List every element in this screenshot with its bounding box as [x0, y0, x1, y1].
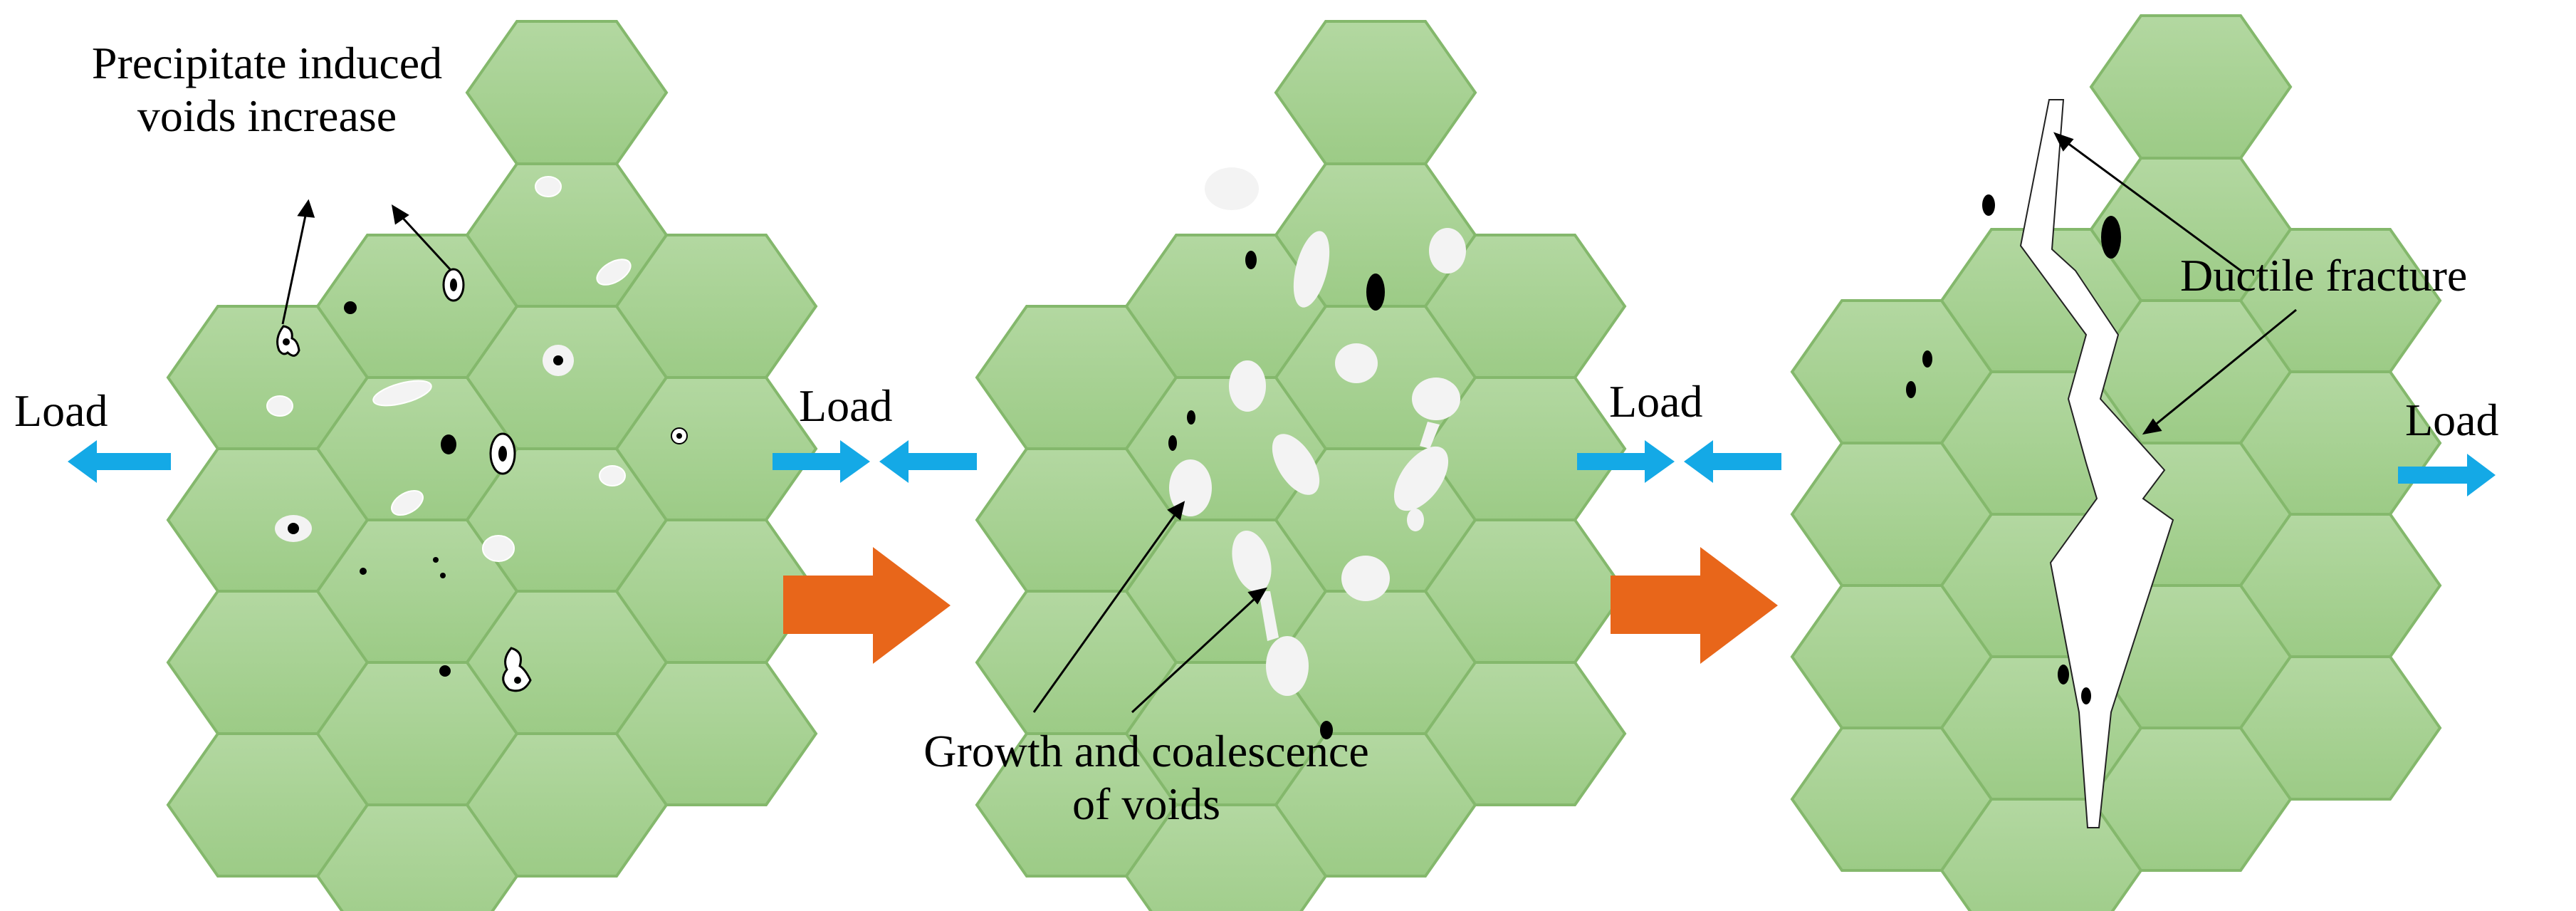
stage-3-grains	[1790, 14, 2442, 911]
load-arrow-right-icon	[1577, 440, 1675, 483]
leader-arrow	[1032, 512, 1178, 713]
label-line: voids increase	[137, 90, 397, 141]
leader-arrow	[2153, 308, 2297, 427]
precipitate	[2081, 687, 2091, 704]
arrowhead-icon	[1167, 501, 1185, 521]
void	[1341, 556, 1390, 601]
stage-3-precipitates	[1906, 194, 2121, 704]
load-label-2: Load	[799, 380, 893, 431]
leader-arrow	[399, 214, 451, 271]
arrowhead-icon	[297, 199, 315, 218]
void	[599, 465, 626, 486]
load-label-3: Load	[1609, 376, 1703, 427]
coalescence-channel	[1259, 591, 1279, 641]
precipitate	[433, 557, 439, 563]
stage-arrow-2-icon	[1611, 547, 1778, 664]
precipitate	[1187, 410, 1195, 425]
ductile-fracture-label: Ductile fracture	[2180, 250, 2468, 301]
leader-arrow	[2064, 140, 2243, 274]
grain-hexagon	[1423, 661, 1627, 806]
void	[535, 176, 562, 197]
void	[1232, 530, 1272, 593]
leader-arrow	[1131, 595, 1258, 714]
precipitate	[514, 677, 521, 684]
precipitate	[553, 355, 563, 365]
void	[1407, 509, 1424, 531]
precipitate	[439, 665, 451, 677]
void	[1293, 231, 1330, 308]
void	[266, 395, 293, 417]
void	[372, 380, 432, 407]
precipitate	[2058, 665, 2069, 684]
precipitate	[1922, 350, 1932, 368]
stage-2-voids	[1169, 167, 1466, 696]
irregular-void	[502, 647, 532, 692]
precipitate	[441, 434, 456, 454]
label-line: Growth and coalescence	[923, 726, 1369, 776]
arrowhead-icon	[2053, 132, 2074, 152]
precipitate	[1245, 251, 1257, 269]
arrowhead-icon	[2142, 418, 2162, 435]
void	[1229, 360, 1266, 412]
precipitate	[288, 523, 299, 534]
growth-coalescence-label: Growth and coalescence of voids	[833, 725, 1460, 830]
stage-1-precipitates	[344, 301, 456, 677]
stage-2-grains	[975, 20, 1627, 911]
stage-1-precipitate-voids	[275, 268, 688, 692]
precipitate	[283, 338, 290, 345]
precipitate	[1366, 274, 1385, 311]
label-line: of voids	[1072, 778, 1220, 829]
precipitate	[1320, 721, 1333, 739]
arrowhead-icon	[1247, 587, 1268, 605]
grain-hexagon	[2239, 655, 2442, 801]
precipitate	[440, 573, 446, 578]
coalescence-channel	[1420, 422, 1440, 449]
precipitate	[1168, 435, 1177, 451]
void	[1266, 636, 1309, 696]
annotation-arrows	[281, 132, 2297, 714]
void	[391, 489, 424, 516]
precipitate-voids-label: Precipitate induced voids increase	[21, 37, 513, 142]
void	[1205, 167, 1259, 210]
load-arrow-left-icon	[1684, 440, 1781, 483]
precipitate	[360, 568, 367, 575]
void	[482, 535, 515, 562]
load-label-1: Load	[14, 385, 108, 436]
stage-1-voids	[266, 176, 632, 562]
precipitate	[1906, 381, 1916, 398]
load-arrows	[68, 440, 2496, 496]
leader-arrow	[281, 212, 308, 325]
stage-arrows	[783, 547, 1778, 664]
void	[596, 259, 632, 286]
grain-hexagon	[2089, 14, 2293, 160]
load-arrow-right-icon	[773, 440, 870, 483]
stage-arrow-1-icon	[783, 547, 951, 664]
void	[1335, 343, 1378, 383]
precipitate	[2101, 216, 2121, 259]
arrowhead-icon	[391, 204, 409, 225]
void	[1393, 446, 1449, 511]
label-line: Precipitate induced	[91, 38, 443, 88]
grain-hexagon	[1274, 20, 1477, 165]
void	[1272, 434, 1320, 495]
load-label-4: Load	[2405, 395, 2499, 445]
load-arrow-left-icon	[879, 440, 977, 483]
precipitate	[344, 301, 357, 314]
grain-hexagon	[614, 661, 818, 806]
void	[1429, 228, 1466, 274]
precipitate	[1982, 194, 1995, 216]
load-arrow-right-icon	[2398, 454, 2496, 496]
stage-2-precipitates	[1168, 251, 1385, 739]
precipitate	[450, 278, 457, 291]
precipitate	[676, 433, 682, 439]
void	[1169, 459, 1212, 516]
load-arrow-left-icon	[68, 440, 171, 483]
ductile-crack	[2019, 99, 2174, 828]
void	[1412, 378, 1460, 420]
precipitate	[498, 446, 507, 462]
stage-1-grains	[166, 20, 818, 911]
